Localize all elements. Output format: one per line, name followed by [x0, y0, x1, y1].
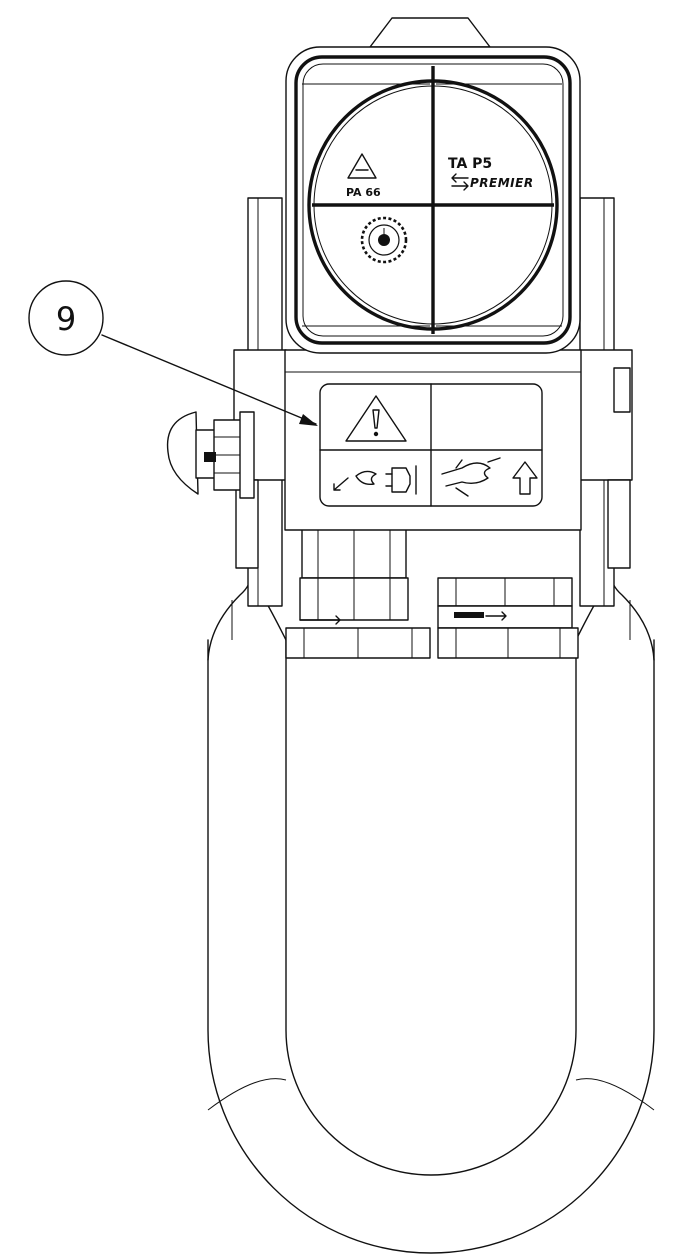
brand-marking: PREMIER — [470, 176, 534, 190]
date-wheel-icon — [360, 216, 408, 264]
fitting-right — [437, 577, 579, 659]
flow-arrow-icon — [485, 611, 507, 621]
warning-icon — [345, 395, 407, 442]
hose-loop — [207, 564, 655, 1254]
callout-number: 9 — [56, 300, 76, 338]
brand-arrows-icon — [451, 173, 469, 191]
callout-bubble — [28, 280, 104, 356]
fitting-left — [285, 527, 431, 659]
callout-9: 9 — [28, 280, 318, 426]
side-knob — [166, 411, 255, 499]
recycle-icon — [347, 153, 377, 179]
valve-body — [284, 349, 582, 531]
material-marking: PA 66 — [346, 186, 381, 199]
flow-arrow-icon — [299, 615, 341, 625]
connector-cap — [285, 17, 581, 354]
model-marking: TA P5 — [448, 156, 492, 172]
leader-line — [101, 334, 317, 425]
leader-arrowhead — [299, 414, 318, 426]
arrow-up-icon — [441, 457, 538, 497]
hand-release-icon — [333, 465, 417, 495]
